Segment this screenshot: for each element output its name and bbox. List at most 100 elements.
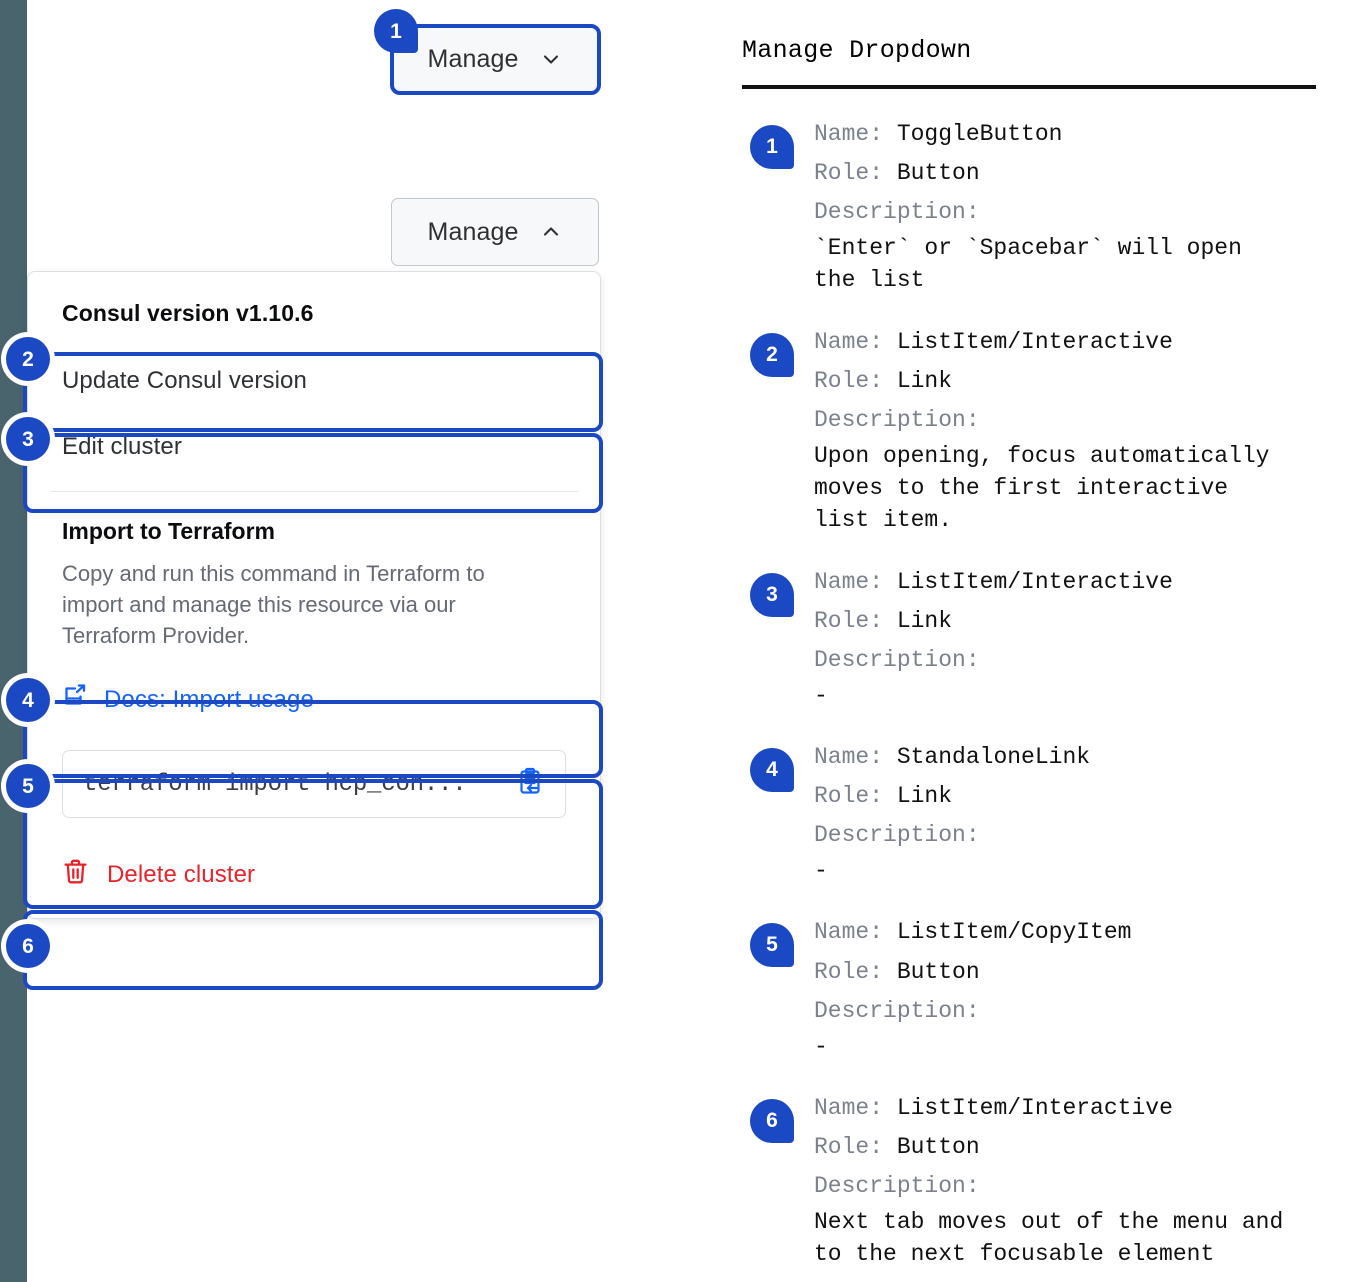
spec-divider <box>742 85 1316 89</box>
value-role: Button <box>896 958 980 985</box>
spec-entry: 6 Name: ListItem/Interactive Role: Butto… <box>742 1089 1322 1271</box>
label-role: Role: <box>814 367 884 394</box>
app-left-rail <box>0 0 27 1282</box>
spec-description-text: `Enter` or `Spacebar` will open the list <box>814 235 1242 294</box>
spec-description-label: Description: <box>814 193 1322 232</box>
menu-item-label: Edit cluster <box>62 433 182 460</box>
spec-title: Manage Dropdown <box>742 36 972 65</box>
label-description: Description: <box>814 199 980 226</box>
label-name: Name: <box>814 328 884 355</box>
label-role: Role: <box>814 783 884 810</box>
marker-badge-2: 2 <box>6 337 50 381</box>
spec-name-line: Name: StandaloneLink <box>814 738 1322 777</box>
spec-description-text: - <box>814 682 828 709</box>
spec-description-label: Description: <box>814 641 1322 680</box>
spec-description-label: Description: <box>814 401 1322 440</box>
highlight-box-6 <box>23 910 603 990</box>
spec-badge-1: 1 <box>750 125 794 169</box>
menu-item-label: Update Consul version <box>62 367 307 394</box>
value-name: ToggleButton <box>896 121 1063 147</box>
spec-badge-2: 2 <box>750 332 794 377</box>
spec-badge-5: 5 <box>750 923 794 968</box>
value-name: ListItem/Interactive <box>896 1094 1173 1121</box>
value-name: ListItem/CopyItem <box>896 919 1132 946</box>
spec-badge-6: 6 <box>750 1098 794 1143</box>
spec-description-label: Description: <box>814 992 1322 1031</box>
spec-description-text: Upon opening, focus automatically moves … <box>814 442 1270 534</box>
copy-command-box[interactable]: terraform import hcp_con... <box>62 750 566 819</box>
menu-item-delete-cluster[interactable]: Delete cluster <box>28 838 600 918</box>
spec-role-line: Role: Button <box>814 953 1322 992</box>
spec-entry: 2 Name: ListItem/Interactive Role: Link … <box>742 323 1322 537</box>
menu-divider <box>50 491 578 492</box>
spec-name-line: Name: ListItem/CopyItem <box>814 913 1322 952</box>
chevron-up-icon <box>540 221 562 243</box>
spec-name-line: Name: ListItem/Interactive <box>814 323 1322 362</box>
value-role: Button <box>896 160 980 187</box>
label-name: Name: <box>814 121 884 147</box>
manage-toggle-label: Manage <box>427 44 519 73</box>
marker-badge-4: 4 <box>6 678 50 722</box>
import-terraform-title: Import to Terraform <box>62 518 275 544</box>
spec-name-line: Name: ListItem/Interactive <box>814 563 1322 602</box>
spec-badge-3: 3 <box>750 572 794 617</box>
manage-toggle-label-open: Manage <box>427 217 519 246</box>
spec-description-text: - <box>814 1033 828 1060</box>
value-role: Link <box>896 607 953 634</box>
marker-badge-1: 1 <box>374 9 418 53</box>
label-name: Name: <box>814 1094 884 1121</box>
menu-item-edit-cluster[interactable]: Edit cluster <box>28 415 600 481</box>
spec-description-text: Next tab moves out of the menu and to th… <box>814 1209 1284 1268</box>
docs-import-usage-link[interactable]: Docs: Import usage <box>28 667 600 734</box>
import-terraform-description: Copy and run this command in Terraform t… <box>62 561 485 648</box>
label-role: Role: <box>814 160 884 187</box>
spec-role-line: Role: Link <box>814 777 1322 816</box>
marker-badge-6: 6 <box>6 924 50 968</box>
value-role: Button <box>896 1134 980 1160</box>
external-doc-link-icon <box>62 683 88 716</box>
spec-entry: 5 Name: ListItem/CopyItem Role: Button D… <box>742 913 1322 1062</box>
terraform-command-text: terraform import hcp_con... <box>83 770 467 798</box>
value-name: ListItem/Interactive <box>896 328 1173 355</box>
copy-to-clipboard-icon[interactable] <box>515 767 545 802</box>
delete-cluster-label: Delete cluster <box>107 861 256 889</box>
label-role: Role: <box>814 1134 884 1160</box>
manage-toggle-button-open[interactable]: Manage <box>391 198 599 266</box>
label-description: Description: <box>814 1173 980 1200</box>
spec-entry: 4 Name: StandaloneLink Role: Link Descri… <box>742 738 1322 887</box>
copy-command-row: terraform import hcp_con... <box>28 734 600 838</box>
label-description: Description: <box>814 997 980 1024</box>
value-name: StandaloneLink <box>896 743 1091 770</box>
label-name: Name: <box>814 568 884 595</box>
chevron-down-icon <box>540 48 562 70</box>
trash-icon <box>62 858 89 892</box>
marker-badge-5: 5 <box>6 764 50 808</box>
docs-link-label: Docs: Import usage <box>104 685 314 713</box>
spec-description-label: Description: <box>814 1167 1322 1206</box>
spec-name-line: Name: ToggleButton <box>814 115 1322 154</box>
ui-preview-area: Manage Manage Consul version v1.10.6 Upd… <box>6 9 603 990</box>
spec-panel: Manage Dropdown 1 Name: ToggleButton Rol… <box>742 36 1322 1271</box>
value-role: Link <box>896 367 953 394</box>
label-name: Name: <box>814 919 884 946</box>
spec-role-line: Role: Button <box>814 154 1322 193</box>
manage-toggle-button-closed[interactable]: Manage <box>391 25 599 93</box>
label-role: Role: <box>814 607 884 634</box>
spec-badge-4: 4 <box>750 747 794 792</box>
manage-dropdown-panel: Consul version v1.10.6 Update Consul ver… <box>27 271 601 920</box>
label-description: Description: <box>814 406 980 433</box>
spec-role-line: Role: Link <box>814 602 1322 641</box>
menu-item-update-consul-version[interactable]: Update Consul version <box>28 349 600 415</box>
spec-entry: 3 Name: ListItem/Interactive Role: Link … <box>742 563 1322 712</box>
label-description: Description: <box>814 822 980 849</box>
marker-badge-3: 3 <box>6 417 50 461</box>
label-description: Description: <box>814 646 980 673</box>
spec-name-line: Name: ListItem/Interactive <box>814 1089 1322 1128</box>
spec-role-line: Role: Link <box>814 362 1322 401</box>
value-role: Link <box>896 783 953 810</box>
consul-version-header: Consul version v1.10.6 <box>62 300 314 326</box>
spec-description-label: Description: <box>814 816 1322 855</box>
label-role: Role: <box>814 958 884 985</box>
value-name: ListItem/Interactive <box>896 568 1173 595</box>
